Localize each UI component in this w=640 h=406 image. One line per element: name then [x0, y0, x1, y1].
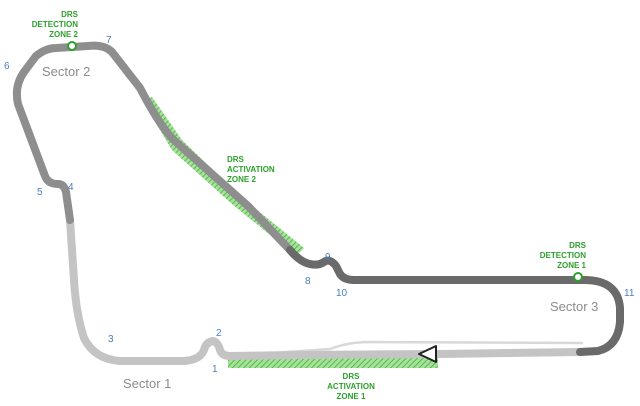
drs-detection-point-icon — [67, 41, 77, 51]
turn-6-label: 6 — [4, 61, 10, 72]
turn-3-label: 3 — [108, 334, 114, 345]
turn-1-label: 1 — [212, 364, 218, 375]
turn-5-label: 5 — [37, 187, 43, 198]
start-finish-triangle-icon — [418, 345, 437, 363]
drs-activation-zone-1-label: DRS ACTIVATION ZONE 1 — [327, 372, 375, 401]
pit-lane — [226, 340, 584, 358]
track-sector-3 — [286, 246, 624, 356]
turn-7-label: 7 — [106, 35, 112, 46]
turn-10-label: 10 — [336, 288, 348, 299]
track-sector-1 — [66, 216, 584, 365]
turn-11-label: 11 — [624, 288, 635, 299]
turn-8-label: 8 — [305, 276, 311, 287]
drs-activation-zone-2-area — [143, 97, 304, 256]
sector-1-label: Sector 1 — [123, 376, 172, 391]
drs-activation-zone-1-area — [228, 357, 438, 368]
sector-3-label: Sector 3 — [550, 299, 599, 314]
drs-detection-point-icon — [573, 272, 583, 282]
sector-2-label: Sector 2 — [42, 64, 91, 79]
turn-4-label: 4 — [68, 182, 74, 193]
turn-9-label: 9 — [325, 252, 331, 263]
turn-2-label: 2 — [216, 328, 222, 339]
drs-detection-zone-2-label: DRS DETECTION ZONE 2 — [31, 10, 78, 39]
drs-activation-zone-2-label: DRS ACTIVATION ZONE 2 — [227, 155, 275, 184]
track-sector-2 — [12, 41, 294, 254]
drs-detection-zone-1-label: DRS DETECTION ZONE 1 — [539, 241, 586, 270]
